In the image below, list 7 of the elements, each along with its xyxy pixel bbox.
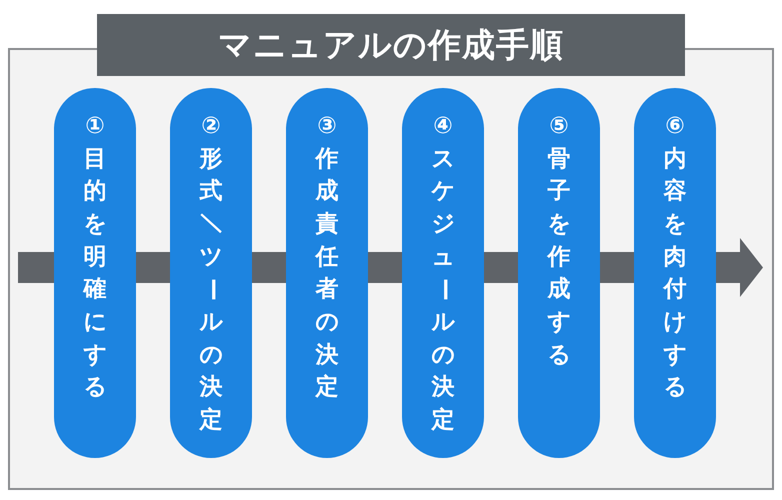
step-label: ①目的を明確にする [84,112,106,402]
step-label: ④スケジュールの決定 [432,112,454,435]
step-label: ③作成責任者の決定 [316,112,338,402]
step-label: ②形式／ツールの決定 [200,112,222,435]
title-banner: マニュアルの作成手順 [97,14,685,76]
step-label: ⑤骨子を作成する [548,112,570,370]
step-label: ⑥内容を肉付けする [664,112,686,402]
